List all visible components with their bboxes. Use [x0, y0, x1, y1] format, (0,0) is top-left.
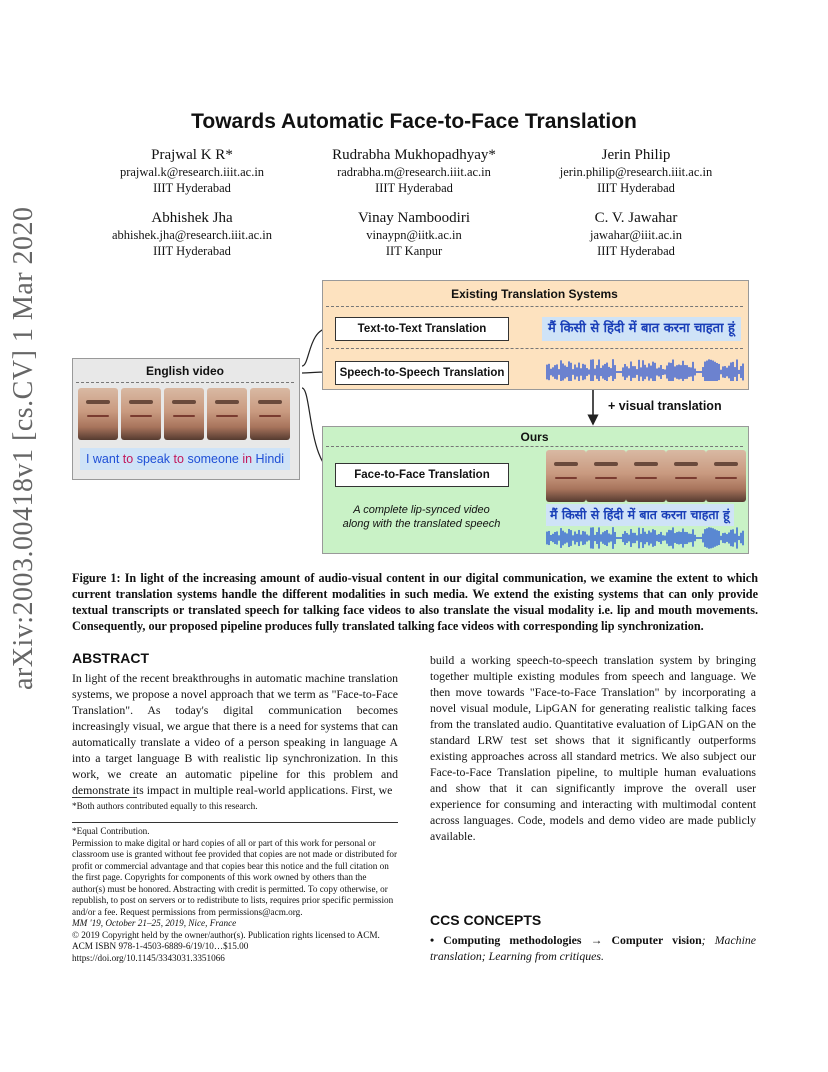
speech-waveform: [546, 359, 744, 381]
author-affiliation: IIT Kanpur: [385, 244, 443, 258]
video-frame: [626, 450, 666, 502]
author-affiliation: IIIT Hyderabad: [153, 244, 231, 258]
output-speech-waveform: [546, 527, 744, 549]
lip-synced-note: A complete lip-synced video along with t…: [342, 504, 501, 530]
author-name: C. V. Jawahar: [594, 210, 678, 226]
video-frame: [207, 388, 247, 440]
doi-link[interactable]: https://doi.org/10.1145/3343031.3351066: [72, 952, 225, 963]
footnote-rule: [72, 822, 398, 823]
divider: [326, 348, 743, 349]
author-name: Jerin Philip: [601, 147, 671, 163]
author-card: Rudrabha Mukhopadhyay* radrabha.m@resear…: [304, 146, 524, 196]
author-affiliation: IIIT Hyderabad: [375, 181, 453, 195]
video-frame: [586, 450, 626, 502]
author-email[interactable]: abhishek.jha@research.iiit.ac.in: [111, 228, 273, 242]
author-name: Vinay Namboodiri: [358, 210, 470, 226]
author-card: Jerin Philip jerin.philip@research.iiit.…: [526, 146, 746, 196]
video-frame: [164, 388, 204, 440]
author-card: C. V. Jawahar jawahar@iiit.ac.in IIIT Hy…: [526, 209, 746, 259]
video-frame: [706, 450, 746, 502]
video-frame: [666, 450, 706, 502]
video-frame: [250, 388, 290, 440]
video-frame: [546, 450, 586, 502]
video-frame: [121, 388, 161, 440]
subtitle-word: to: [170, 452, 184, 466]
footnote-rule: [72, 797, 137, 798]
existing-systems-title: Existing Translation Systems: [451, 287, 618, 301]
author-name: Rudrabha Mukhopadhyay*: [332, 147, 496, 163]
hindi-text-output: मैं किसी से हिंदी में बात करना चाहता हूं: [542, 317, 741, 341]
figure-1: Existing Translation Systems Text-to-Tex…: [70, 278, 760, 560]
paper-title: Towards Automatic Face-to-Face Translati…: [191, 110, 637, 133]
ccs-heading: CCS CONCEPTS: [430, 912, 542, 928]
author-name: Prajwal K R*: [151, 147, 233, 163]
ccs-concepts: • Computing methodologies → Computer vis…: [430, 933, 756, 963]
subtitle-word: I: [85, 452, 90, 466]
divider: [326, 446, 743, 447]
author-email[interactable]: prajwal.k@research.iiit.ac.in: [119, 165, 265, 179]
author-affiliation: IIIT Hyderabad: [597, 181, 675, 195]
subtitle-word: in: [238, 452, 253, 466]
subtitle-word: to: [119, 452, 134, 466]
author-email[interactable]: jerin.philip@research.iiit.ac.in: [559, 165, 713, 179]
abstract-heading: ABSTRACT: [72, 650, 149, 666]
arxiv-identifier: arXiv:2003.00418v1 [cs.CV] 1 Mar 2020: [8, 206, 39, 690]
subtitle-word: Hindi: [252, 452, 285, 466]
author-email[interactable]: vinaypn@iitk.ac.in: [366, 228, 462, 242]
author-card: Abhishek Jha abhishek.jha@research.iiit.…: [82, 209, 302, 259]
hindi-subtitle-output: मैं किसी से हिंदी में बात करना चाहता हूं: [546, 504, 734, 526]
author-affiliation: IIIT Hyderabad: [597, 244, 675, 258]
abstract-right-column: build a working speech-to-speech transla…: [430, 653, 756, 843]
english-video-title: English video: [145, 364, 224, 378]
author-email[interactable]: jawahar@iiit.ac.in: [589, 228, 683, 242]
author-name: Abhishek Jha: [151, 210, 233, 226]
visual-translation-label: + visual translation: [608, 399, 722, 413]
equal-contribution-footnote: *Both authors contributed equally to thi…: [72, 801, 258, 811]
subtitle-word: someone: [183, 452, 239, 466]
subtitle-word: want: [89, 452, 120, 466]
permission-footnotes: *Equal Contribution. Permission to make …: [72, 826, 398, 963]
figure-caption: Figure 1: In light of the increasing amo…: [72, 571, 758, 633]
author-affiliation: IIIT Hyderabad: [153, 181, 231, 195]
divider: [76, 382, 294, 383]
video-frame: [78, 388, 118, 440]
author-email[interactable]: radrabha.m@research.iiit.ac.in: [337, 165, 491, 179]
abstract-left-column: In light of the recent breakthroughs in …: [72, 671, 398, 797]
face-to-face-node: Face-to-Face Translation: [335, 463, 509, 487]
author-card: Prajwal K R* prajwal.k@research.iiit.ac.…: [82, 146, 302, 196]
english-subtitle: I want to speak to someone in Hindi: [80, 448, 290, 470]
author-card: Vinay Namboodiri vinaypn@iitk.ac.in IIT …: [304, 209, 524, 259]
subtitle-word: speak: [133, 452, 171, 466]
ours-title: Ours: [520, 430, 549, 444]
speech-to-speech-node: Speech-to-Speech Translation: [335, 361, 509, 385]
text-to-text-node: Text-to-Text Translation: [335, 317, 509, 341]
divider: [326, 306, 743, 307]
